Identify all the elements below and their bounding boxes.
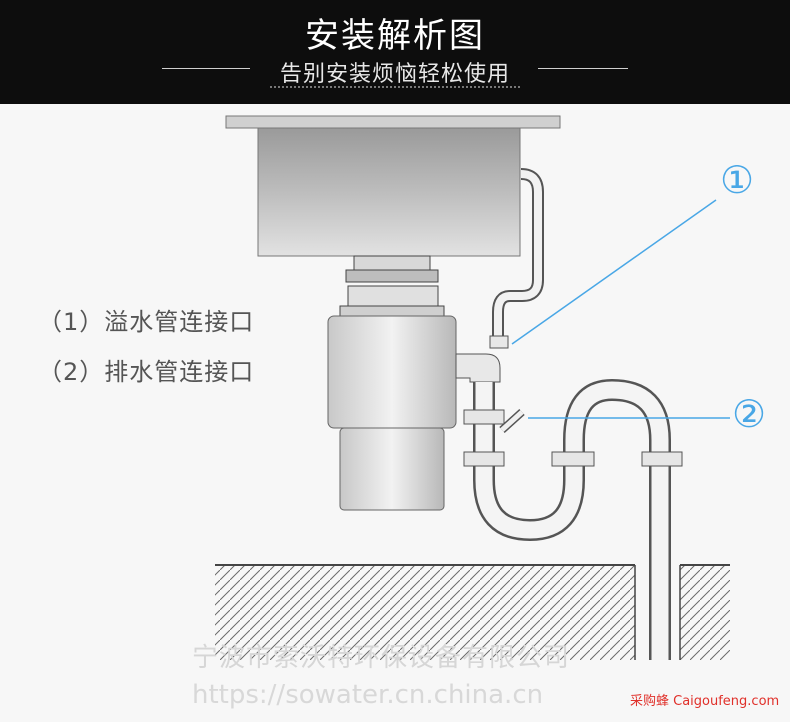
- decorative-dotted-line: [270, 86, 520, 92]
- header-banner: 安装解析图 告别安装烦恼轻松使用: [0, 0, 790, 104]
- overflow-pipe: [489, 168, 544, 349]
- callout-1-marker: ①: [720, 158, 755, 202]
- brand-watermark: 采购蜂 Caigoufeng.com: [630, 694, 780, 709]
- company-watermark: 宁波市索沃特环保设备有限公司: [192, 643, 571, 673]
- food-waste-disposer: [327, 255, 501, 511]
- callout-2-marker: ②: [732, 392, 767, 436]
- subtitle-right-rule: [538, 68, 628, 69]
- subtitle-left-rule: [162, 68, 250, 69]
- legend-drain-connection: （2）排水管连接口: [38, 358, 255, 386]
- floor-section: [215, 564, 730, 660]
- url-watermark: https://sowater.cn.china.cn: [192, 680, 544, 710]
- page-subtitle: 告别安装烦恼轻松使用: [279, 62, 510, 87]
- legend-overflow-connection: （1）溢水管连接口: [38, 308, 255, 336]
- sink: [225, 115, 561, 257]
- callout-1-leader: [511, 199, 717, 345]
- page-title: 安装解析图: [305, 16, 485, 56]
- drain-pipes: [463, 378, 683, 660]
